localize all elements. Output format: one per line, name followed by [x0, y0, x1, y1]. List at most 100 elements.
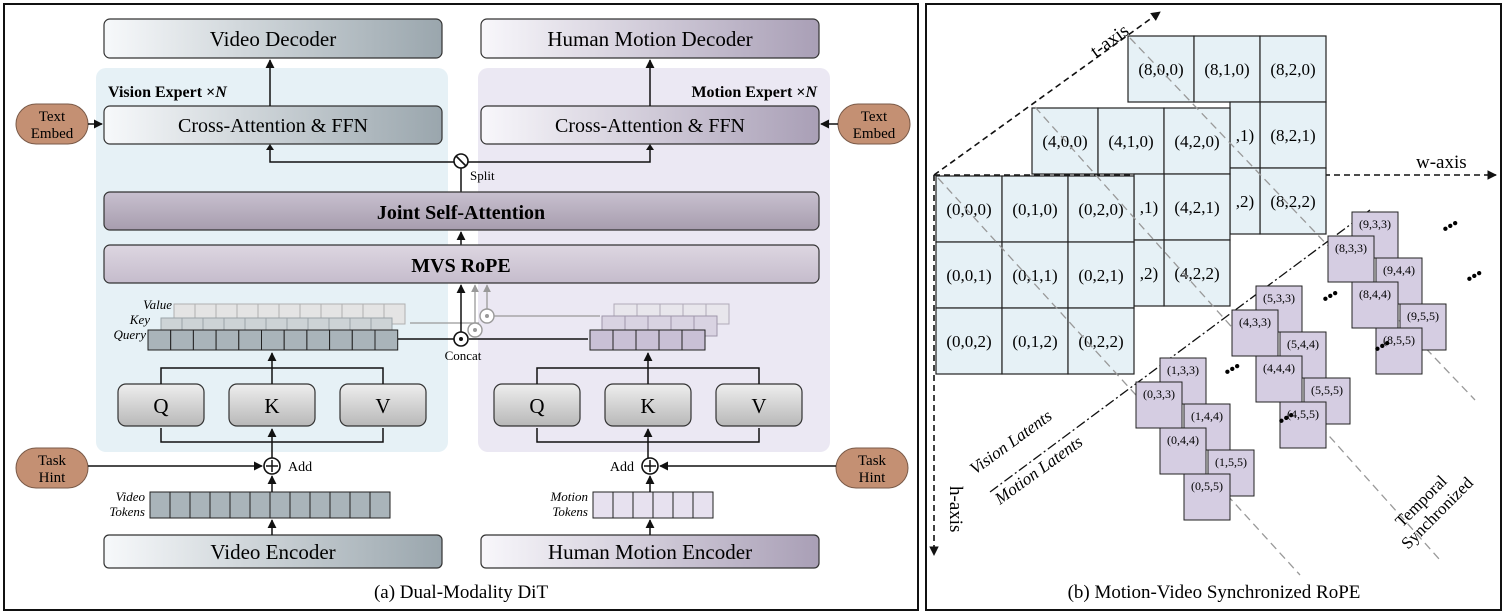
front-label-22: (0,2,2) — [1078, 332, 1123, 351]
q-label-right: Q — [529, 394, 544, 418]
query-token-left-2 — [192, 329, 217, 351]
task-hint-left — [15, 447, 89, 489]
query-token-left-9 — [351, 329, 376, 351]
k-label-left: K — [264, 394, 279, 418]
h-axis-label: h-axis — [945, 486, 966, 532]
video-token-2 — [189, 491, 211, 519]
motion-cell-label-0-5: (0,5,5) — [1191, 479, 1223, 493]
back-800-cell — [1127, 35, 1195, 103]
motion-cell-2-3 — [1351, 281, 1399, 329]
q-label-left: Q — [153, 394, 168, 418]
diag-guide-1 — [937, 177, 1301, 576]
mid-420-cell — [1163, 107, 1231, 175]
concat-node-value-dot — [485, 314, 489, 318]
v-label-left: V — [375, 394, 390, 418]
motion-cell-0-3 — [1159, 427, 1207, 475]
motion-token-1 — [612, 491, 634, 519]
task-hint-right — [835, 447, 909, 489]
text-embed-right-line2: Embed — [853, 126, 896, 142]
add-label-right: Add — [610, 460, 634, 475]
mid-partial-2-label: ,2) — [1140, 264, 1158, 283]
mid-partial-1-label: ,1) — [1140, 198, 1158, 217]
query-token-left-5 — [261, 329, 285, 351]
video-token-7 — [289, 491, 311, 519]
motion-token-5 — [692, 491, 714, 519]
video-tokens-row — [149, 491, 391, 519]
motion-cell-1-3 — [1255, 355, 1303, 403]
query-token-left-8 — [329, 329, 353, 351]
right-qkv-token-stack — [589, 303, 730, 351]
text-embed-left-line2: Embed — [31, 126, 74, 142]
motion-cell-label-1-2: (5,4,4) — [1287, 337, 1319, 351]
motion-cell-label-2-5: (8,5,5) — [1383, 333, 1415, 347]
motion-latent-cells: (1,3,3)(0,3,3)(1,4,4)(0,4,4)(1,5,5)(0,5,… — [1135, 211, 1447, 521]
left-qkv-token-stack — [147, 303, 406, 351]
front-cell-10 — [935, 241, 1003, 309]
back-810-label: (8,1,0) — [1204, 60, 1249, 79]
motion-cell-label-2-3: (8,4,4) — [1359, 287, 1391, 301]
video-token-0 — [149, 491, 171, 519]
motion-cell-label-2-2: (9,4,4) — [1383, 263, 1415, 277]
ellipsis-3: ••• — [1463, 265, 1486, 288]
mid-410-label: (4,1,0) — [1108, 132, 1153, 151]
ellipsis-4: ••• — [1319, 285, 1342, 308]
value-label: Value — [143, 297, 172, 312]
back-810-cell — [1193, 35, 1261, 103]
split-label: Split — [470, 168, 495, 183]
query-token-left-7 — [306, 329, 331, 351]
ellipsis-6: ••• — [1221, 358, 1244, 381]
vision-expert-label: Vision Expert ×N — [108, 84, 228, 101]
video-tokens-label-line1: Video — [116, 489, 146, 504]
mid-422-label: (4,2,2) — [1174, 264, 1219, 283]
front-cell-21 — [1001, 307, 1069, 375]
task-hint-left-line1: Task — [38, 453, 67, 469]
query-token-right-3 — [658, 329, 683, 351]
motion-cell-label-2-1: (8,3,3) — [1335, 241, 1367, 255]
panel-a-border — [3, 3, 919, 611]
query-token-right-4 — [681, 329, 706, 351]
motion-cell-2-5 — [1375, 327, 1423, 375]
mid-420-label: (4,2,0) — [1174, 132, 1219, 151]
concat-node-key-dot — [473, 328, 477, 332]
ellipsis-5: ••• — [1371, 335, 1394, 358]
video-decoder-box — [103, 18, 443, 59]
back-820-cell — [1259, 35, 1327, 103]
back-821-label: (8,2,1) — [1270, 126, 1315, 145]
grid-back-t8: (8,0,0)(8,1,0)(8,2,0)(8,2,1)(8,2,2),1),2… — [1127, 35, 1327, 235]
motion-cell-1-1 — [1231, 309, 1279, 357]
panel-b-caption: (b) Motion-Video Synchronized RoPE — [1068, 582, 1361, 603]
motion-token-4 — [672, 491, 694, 519]
back-800-label: (8,0,0) — [1138, 60, 1183, 79]
split-arrowhead-right — [646, 144, 654, 150]
split-node-slash — [455, 155, 467, 167]
motion-token-2 — [632, 491, 654, 519]
motion-cell-label-0-1: (0,3,3) — [1143, 387, 1175, 401]
video-token-9 — [329, 491, 351, 519]
front-cell-22 — [1067, 307, 1135, 375]
v-label-right: V — [751, 394, 766, 418]
mid-partial-2 — [1133, 239, 1165, 307]
front-label-21: (0,1,2) — [1012, 332, 1057, 351]
query-token-right-1 — [612, 329, 637, 351]
front-label-12: (0,2,1) — [1078, 266, 1123, 285]
video-decoder-label: Video Decoder — [210, 27, 336, 51]
joint-self-attention-label: Joint Self-Attention — [377, 202, 545, 224]
query-token-left-3 — [215, 329, 240, 351]
video-token-4 — [229, 491, 251, 519]
motion-tokens-label-line1: Motion — [549, 489, 588, 504]
front-label-20: (0,0,2) — [946, 332, 991, 351]
motion-cell-label-0-2: (1,4,4) — [1191, 409, 1223, 423]
back-822-label: (8,2,2) — [1270, 192, 1315, 211]
cross-attention-left-box — [103, 105, 443, 145]
motion-expert-label: Motion Expert ×N — [691, 84, 818, 101]
query-token-left-6 — [283, 329, 308, 351]
front-cell-02 — [1067, 175, 1135, 243]
motion-tokens-label-line2: Tokens — [552, 504, 588, 519]
grid-mid-t4: (4,0,0)(4,1,0)(4,2,0)(4,2,1)(4,2,2),1),2… — [1031, 107, 1231, 307]
motion-token-3 — [652, 491, 674, 519]
back-partial-2-label: ,2) — [1236, 192, 1254, 211]
front-cell-00 — [935, 175, 1003, 243]
video-token-6 — [269, 491, 291, 519]
video-token-10 — [349, 491, 371, 519]
